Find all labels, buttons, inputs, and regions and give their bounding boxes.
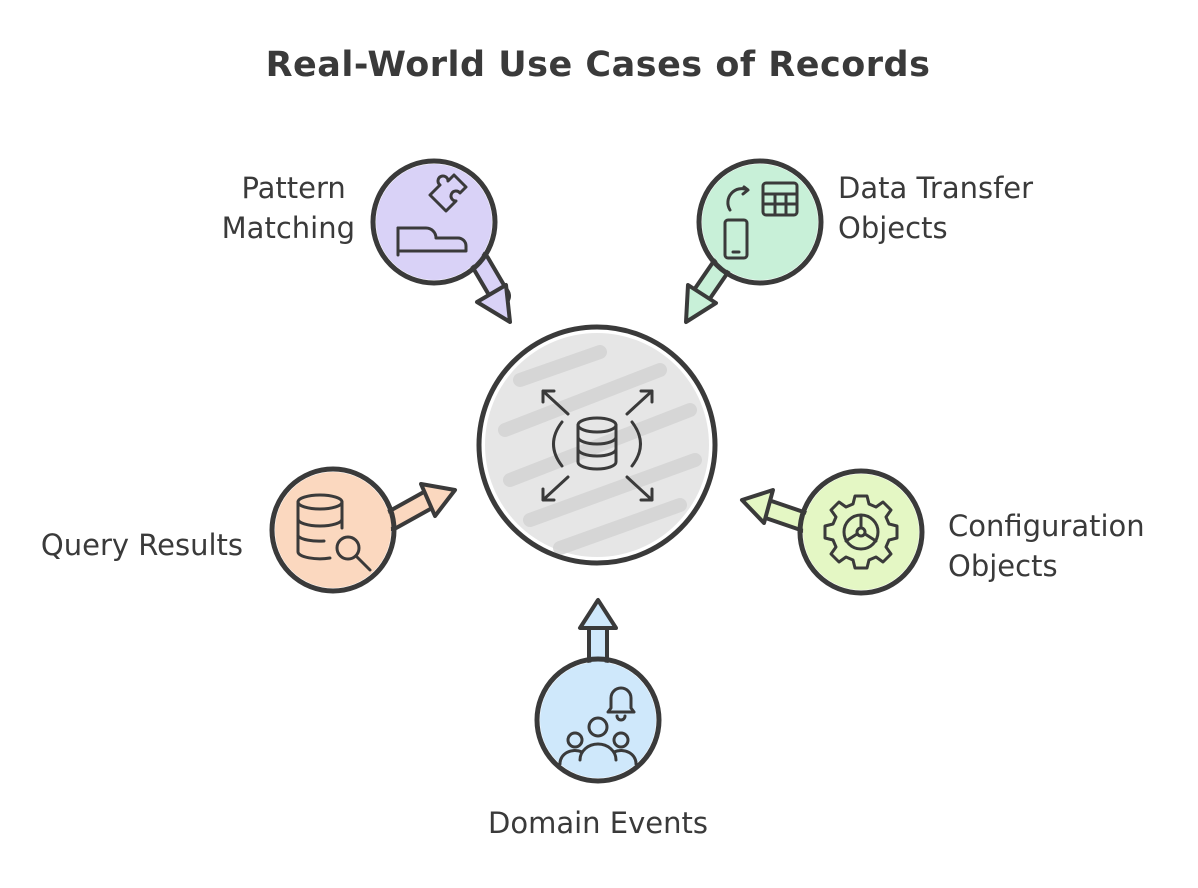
query-results-label-line-1: Query Results: [41, 528, 243, 562]
node-configuration-objects: Configuration Objects: [740, 468, 1154, 596]
arrow-pattern-matching: [469, 251, 512, 324]
node-data-transfer-objects: Data Transfer Objects: [684, 158, 1042, 324]
configuration-objects-label: Configuration Objects: [948, 509, 1154, 583]
database-search-icon: [296, 493, 372, 572]
pattern-matching-fill: [376, 164, 492, 280]
domain-events-label-line-1: Domain Events: [488, 806, 708, 840]
pattern-matching-label-line-2: Matching: [222, 211, 355, 245]
node-query-results: Query Results: [41, 466, 457, 594]
node-domain-events: Domain Events: [488, 598, 708, 840]
arrow-domain-events: [578, 598, 618, 671]
data-transfer-objects-label-line-1: Data Transfer: [838, 171, 1033, 205]
data-transfer-objects-label-line-2: Objects: [838, 211, 948, 245]
arrow-data-transfer-objects: [684, 257, 731, 324]
data-transfer-objects-fill: [702, 164, 818, 280]
center-node: [476, 324, 718, 566]
data-transfer-objects-label: Data Transfer Objects: [838, 171, 1042, 245]
configuration-objects-label-line-2: Objects: [948, 549, 1058, 583]
diagram-title: Real-World Use Cases of Records: [266, 45, 931, 85]
query-results-label: Query Results: [41, 528, 243, 562]
pattern-matching-outline: [370, 158, 498, 286]
query-results-fill: [275, 472, 391, 588]
domain-events-label: Domain Events: [488, 806, 708, 840]
domain-events-fill: [540, 662, 656, 778]
database-expand-icon: [541, 389, 654, 502]
domain-events-outline: [534, 656, 662, 784]
configuration-objects-outline: [797, 468, 925, 596]
gear-icon: [823, 494, 899, 570]
query-results-outline: [269, 466, 397, 594]
center-outline: [476, 324, 718, 566]
pattern-matching-label: Pattern Matching: [222, 171, 355, 245]
configuration-objects-fill: [803, 474, 919, 590]
arrow-query-results: [381, 482, 457, 531]
pattern-matching-label-line-1: Pattern: [241, 171, 345, 205]
puzzle-hand-icon: [396, 173, 468, 257]
node-pattern-matching: Pattern Matching: [222, 158, 512, 324]
arrow-configuration-objects: [740, 488, 816, 533]
people-bell-icon: [558, 686, 638, 766]
device-sync-table-icon: [723, 181, 799, 260]
data-transfer-objects-outline: [696, 158, 824, 286]
configuration-objects-label-line-1: Configuration: [948, 509, 1145, 543]
